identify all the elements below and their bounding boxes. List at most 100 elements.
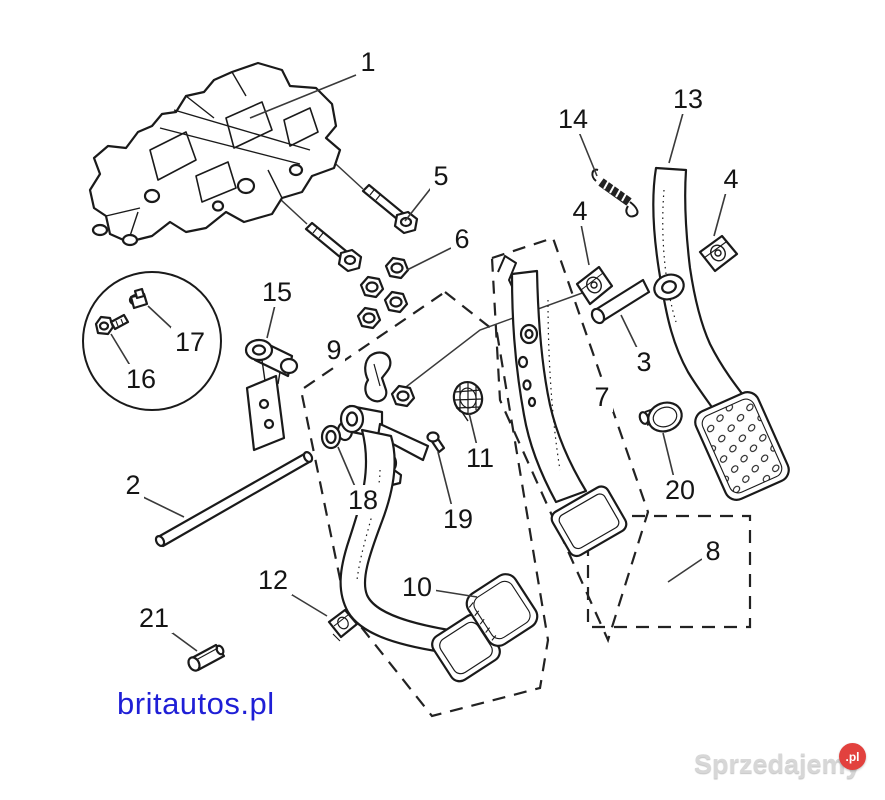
label-backing bbox=[451, 224, 473, 254]
pivot-pin-drawing bbox=[590, 278, 651, 325]
part-label-16: 16 bbox=[110, 333, 160, 394]
part-number-text: 4 bbox=[723, 164, 738, 194]
part-label-4: 4 bbox=[713, 164, 742, 237]
label-backing bbox=[254, 565, 292, 595]
part-label-4: 4 bbox=[569, 196, 591, 266]
dashed-box-clutch-pedal-9 bbox=[299, 290, 550, 718]
grommet-drawing bbox=[452, 380, 484, 422]
part-number-text: 10 bbox=[402, 572, 432, 602]
brake-pedal-drawing bbox=[652, 166, 790, 501]
part-label-18: 18 bbox=[337, 446, 382, 515]
dashed-box-pedal-pad-8 bbox=[586, 514, 752, 629]
part-number-text: 20 bbox=[665, 475, 695, 505]
label-backing bbox=[591, 382, 613, 412]
label-backing bbox=[720, 164, 742, 194]
clip-12-drawing bbox=[327, 608, 359, 642]
leader-line bbox=[142, 496, 185, 518]
leader-line bbox=[468, 412, 478, 447]
part-label-12: 12 bbox=[254, 565, 328, 617]
pedal-box-bracket-drawing bbox=[88, 61, 342, 247]
part-label-17: 17 bbox=[147, 305, 209, 357]
label-backing bbox=[122, 364, 160, 394]
part-label-3: 3 bbox=[620, 314, 655, 377]
part-number-text: 11 bbox=[466, 443, 494, 473]
label-backing bbox=[398, 572, 436, 602]
label-backing bbox=[323, 335, 345, 365]
leader-line bbox=[713, 191, 727, 237]
pedal-stopper-drawing bbox=[638, 401, 683, 433]
leader-line bbox=[110, 333, 132, 368]
dashed-box-brake-pedal-7 bbox=[490, 236, 650, 644]
return-spring-drawing bbox=[591, 168, 639, 218]
dashed-group-outlines bbox=[299, 236, 752, 718]
part-label-1: 1 bbox=[249, 47, 379, 119]
part-number-text: 13 bbox=[673, 84, 703, 114]
label-backing bbox=[430, 161, 452, 191]
watermark-pl-badge: .pl bbox=[839, 743, 866, 770]
part-label-10: 10 bbox=[398, 572, 478, 602]
part-number-text: 8 bbox=[705, 536, 720, 566]
leader-line bbox=[667, 558, 703, 583]
part-number-text: 15 bbox=[262, 277, 292, 307]
leader-line bbox=[620, 314, 639, 351]
part-number-text: 21 bbox=[139, 603, 169, 633]
label-backing bbox=[661, 475, 699, 505]
inset-circle-drawing bbox=[82, 271, 222, 411]
part-label-9: 9 bbox=[323, 335, 345, 365]
roll-pin-drawing bbox=[187, 643, 226, 672]
part-number-text: 1 bbox=[360, 47, 375, 77]
leader-line bbox=[437, 451, 453, 508]
part-number-text: 4 bbox=[572, 196, 587, 226]
part-label-8: 8 bbox=[667, 536, 724, 583]
part-label-13: 13 bbox=[668, 84, 707, 164]
bushing-bracket-drawing bbox=[244, 338, 299, 452]
watermark-britautos: britautos.pl bbox=[117, 686, 275, 721]
part-number-text: 7 bbox=[594, 382, 609, 412]
leader-line bbox=[580, 223, 590, 266]
label-backing bbox=[633, 347, 655, 377]
leader-line bbox=[578, 131, 598, 177]
part-label-20: 20 bbox=[661, 432, 699, 505]
part-number-text: 14 bbox=[558, 104, 588, 134]
label-backing bbox=[439, 504, 477, 534]
part-label-5: 5 bbox=[404, 161, 452, 222]
label-backing bbox=[344, 485, 382, 515]
part-number-text: 5 bbox=[433, 161, 448, 191]
middle-pedal-arm-drawing bbox=[497, 255, 628, 558]
part-label-14: 14 bbox=[554, 104, 598, 177]
leader-line bbox=[668, 112, 684, 164]
drawing-layer bbox=[82, 61, 790, 683]
part-label-21: 21 bbox=[135, 603, 198, 652]
small-bolt-drawing bbox=[426, 431, 446, 454]
label-backing bbox=[554, 104, 592, 134]
leader-line bbox=[249, 74, 357, 119]
part-label-6: 6 bbox=[406, 224, 473, 271]
part-number-text: 18 bbox=[348, 485, 378, 515]
label-backing bbox=[171, 327, 209, 357]
leader-line bbox=[404, 187, 432, 222]
label-backing bbox=[702, 536, 724, 566]
part-number-text: 12 bbox=[258, 565, 288, 595]
part-number-text: 2 bbox=[125, 470, 140, 500]
part-label-15: 15 bbox=[258, 277, 296, 339]
part-number-text: 3 bbox=[636, 347, 651, 377]
part-label-19: 19 bbox=[437, 451, 477, 534]
push-rod-drawing bbox=[154, 451, 314, 548]
label-backing bbox=[122, 470, 144, 500]
part-number-text: 19 bbox=[443, 504, 473, 534]
leader-line bbox=[662, 432, 675, 479]
mounting-bolts-drawing bbox=[304, 183, 419, 273]
part-label-7: 7 bbox=[591, 382, 613, 412]
part-label-2: 2 bbox=[122, 470, 185, 518]
leader-line bbox=[266, 304, 276, 339]
label-backing bbox=[569, 196, 591, 226]
part-label-11: 11 bbox=[461, 412, 499, 473]
nuts-cluster-drawing bbox=[356, 256, 416, 408]
label-backing bbox=[461, 443, 499, 473]
label-backing bbox=[258, 277, 296, 307]
label-backing bbox=[357, 47, 379, 77]
part-number-text: 6 bbox=[454, 224, 469, 254]
